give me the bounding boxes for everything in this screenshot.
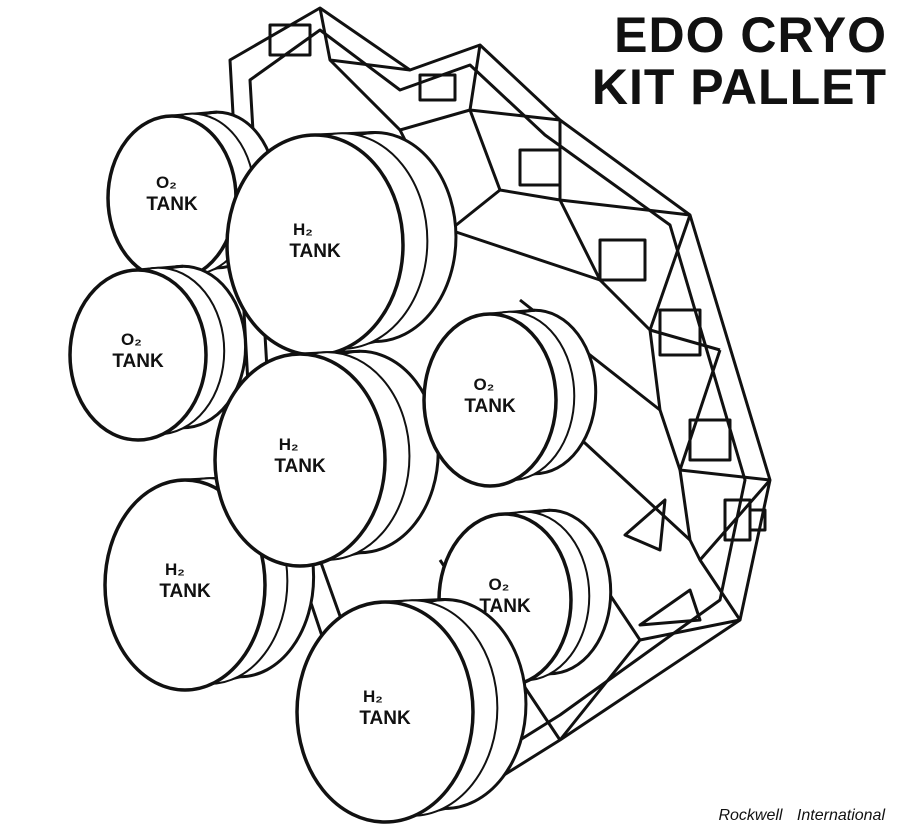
tank-end-cap bbox=[68, 268, 208, 442]
credit-text: Rockwell International bbox=[718, 807, 885, 824]
title-line-2: KIT PALLET bbox=[591, 59, 887, 115]
tank-end-cap bbox=[295, 600, 475, 824]
tank-formula: O₂ bbox=[489, 575, 510, 594]
tank-end-cap bbox=[213, 352, 387, 568]
tank-label: TANK bbox=[479, 596, 531, 617]
tank: O₂ TANK bbox=[422, 308, 598, 488]
tank-formula: O₂ bbox=[156, 173, 177, 192]
tank-label: TANK bbox=[112, 351, 164, 372]
tank-formula: H₂ bbox=[363, 687, 383, 706]
tank-formula: O₂ bbox=[121, 330, 142, 349]
tank: H₂ TANK bbox=[213, 349, 440, 568]
tank-end-cap bbox=[422, 312, 558, 488]
tank: H₂ TANK bbox=[295, 598, 528, 824]
tank-formula: H₂ bbox=[293, 220, 313, 239]
tank: O₂ TANK bbox=[68, 264, 248, 442]
tank-label: TANK bbox=[359, 708, 411, 729]
title-line-1: EDO CRYO bbox=[614, 7, 887, 63]
tank-label: TANK bbox=[464, 396, 516, 417]
tank-end-cap bbox=[103, 478, 267, 692]
tank-label: TANK bbox=[274, 456, 326, 477]
tank: H₂ TANK bbox=[225, 131, 458, 357]
tank-label: TANK bbox=[146, 194, 198, 215]
tank-formula: H₂ bbox=[279, 435, 299, 454]
tank-label: TANK bbox=[289, 241, 341, 262]
tank-formula: H₂ bbox=[165, 560, 185, 579]
tank-formula: O₂ bbox=[474, 375, 495, 394]
tank-label: TANK bbox=[159, 581, 211, 602]
